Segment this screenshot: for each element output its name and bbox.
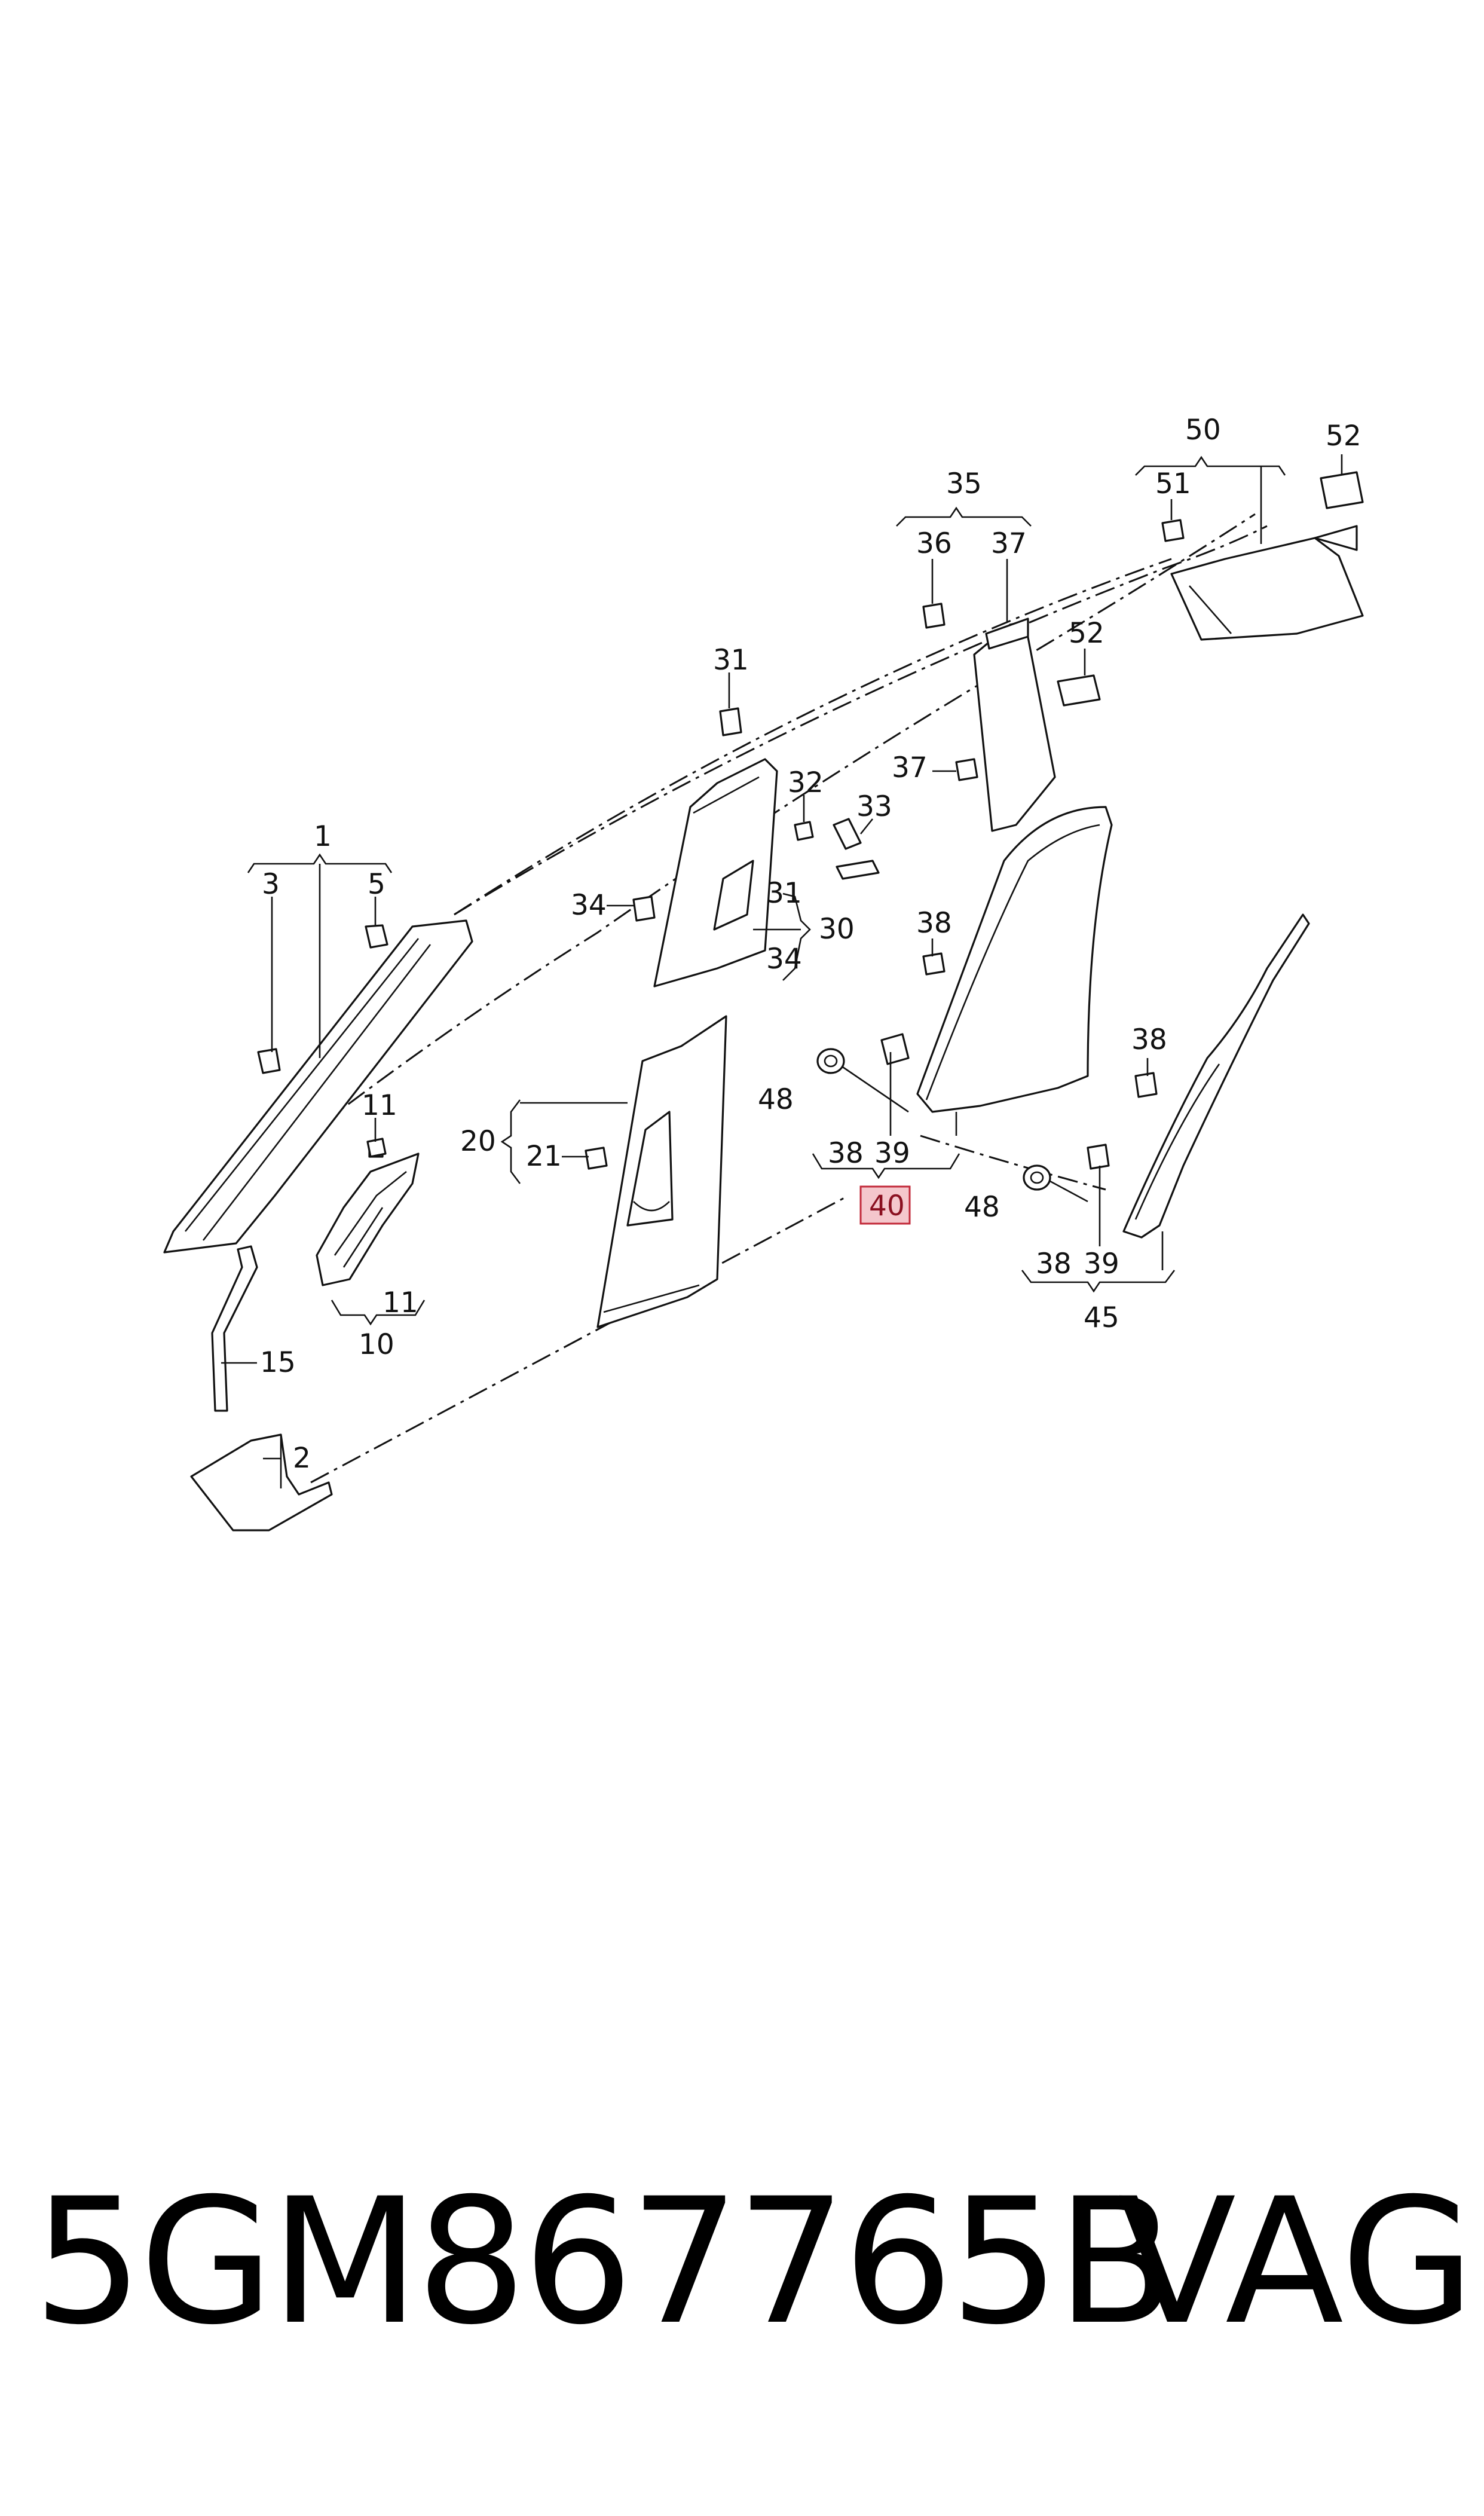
handle-assembly-10 [316, 1141, 420, 1286]
clip-51 [1161, 519, 1185, 542]
callout-30: 30 [819, 913, 855, 946]
b-pillar-upper-30 [653, 707, 778, 988]
callout-11-lower: 11 [383, 1286, 418, 1319]
grommet-48 [816, 1048, 845, 1074]
callout-39-rear: 39 [1084, 1248, 1119, 1280]
callout-48-rear: 48 [964, 1191, 1000, 1224]
callout-33: 33 [856, 790, 892, 823]
callout-10: 10 [359, 1328, 394, 1361]
clip-34 [632, 895, 656, 922]
clip-52 [1057, 674, 1101, 707]
roofline-upper [454, 558, 1172, 916]
callout-36: 36 [916, 527, 952, 560]
clip-52-rear [1320, 471, 1364, 509]
callout-38-group: 38 [828, 1137, 864, 1170]
callout-32: 32 [788, 766, 824, 799]
b-pillar-lower-20 [596, 1015, 727, 1328]
clip-5 [365, 924, 388, 949]
sill-outline-rear [920, 1135, 1106, 1191]
rear-pillar-trim-45 [1122, 913, 1310, 1239]
pillar-trim-40 [916, 806, 1113, 1113]
callout-48: 48 [758, 1083, 794, 1116]
callout-38-rear-group: 38 [1036, 1248, 1072, 1280]
callout-20: 20 [460, 1125, 496, 1158]
callout-45: 45 [1084, 1301, 1119, 1334]
callout-38: 38 [916, 907, 952, 940]
clip-11 [366, 1138, 387, 1158]
callout-15: 15 [260, 1346, 296, 1379]
cap-33 [833, 818, 880, 880]
clip-39 [880, 1033, 910, 1065]
screw-32 [794, 821, 814, 841]
callout-1: 1 [314, 820, 332, 853]
callout-37-right: 37 [892, 751, 928, 784]
callout-34: 34 [571, 889, 607, 922]
callout-52-rear: 52 [1326, 420, 1361, 453]
callout-labels: 1 3 5 11 11 10 15 2 20 21 31 32 33 34 31… [260, 414, 1361, 1475]
callout-34-group: 34 [766, 943, 802, 976]
callout-35: 35 [946, 467, 982, 500]
callout-11: 11 [362, 1089, 397, 1122]
clip-39-rear [1087, 1144, 1110, 1170]
bracket-15 [211, 1245, 258, 1412]
rear-trim-50 [1170, 525, 1364, 641]
highlighted-callout-40[interactable]: 40 [859, 1185, 911, 1225]
callout-5: 5 [368, 868, 385, 901]
callout-21: 21 [526, 1140, 562, 1173]
part-number: 5GM867765B [33, 2162, 1175, 2363]
brand-name: VAG [1118, 2162, 1475, 2363]
clip-21 [585, 1147, 608, 1170]
highlight-label: 40 [869, 1190, 905, 1222]
grommet-48-rear [1023, 1164, 1051, 1191]
callout-38-rear: 38 [1131, 1023, 1167, 1056]
callout-3: 3 [262, 868, 280, 901]
sill-outline [310, 1194, 849, 1484]
leader-lines [221, 454, 1343, 1460]
roofline-outline [454, 525, 1268, 916]
clip-37 [955, 758, 978, 781]
callout-51: 51 [1155, 467, 1191, 500]
clip-3 [257, 1048, 281, 1074]
callout-39: 39 [874, 1137, 910, 1170]
callout-31-group: 31 [766, 877, 802, 910]
callout-2: 2 [293, 1442, 311, 1475]
callout-52: 52 [1069, 617, 1104, 650]
lower-trim-2 [190, 1433, 333, 1531]
callout-31: 31 [713, 644, 749, 677]
callout-37: 37 [991, 527, 1027, 560]
a-pillar-trim [163, 919, 473, 1254]
callout-50: 50 [1185, 414, 1221, 447]
c-pillar-upper-35 [922, 603, 1056, 832]
